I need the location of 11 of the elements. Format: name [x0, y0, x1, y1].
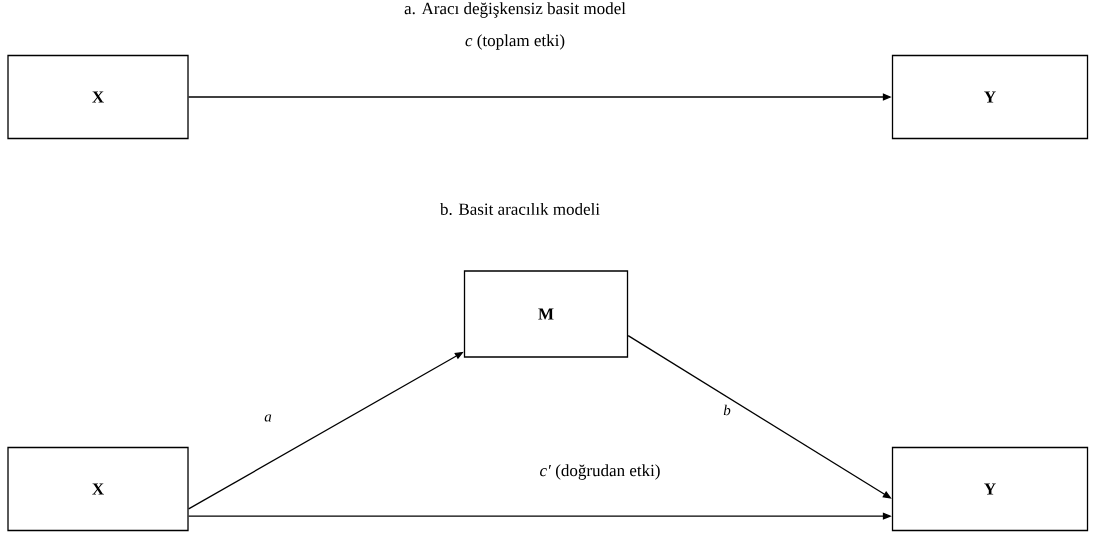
variable-box: X	[7, 446, 189, 532]
section-heading: a. Aracı değişkensiz basit model	[404, 2, 626, 18]
variable-box: M	[463, 270, 629, 358]
edge-label: b	[722, 403, 732, 417]
variable-box: X	[7, 54, 189, 140]
edge-label: a	[263, 413, 273, 423]
edge-label: c′ (doğrudan etki)	[538, 463, 662, 481]
variable-box: Y	[891, 446, 1089, 532]
variable-box: Y	[891, 54, 1089, 140]
section-heading: b. Basit aracılık modeli	[440, 203, 600, 215]
edge-label: c (toplam etki)	[463, 33, 567, 51]
